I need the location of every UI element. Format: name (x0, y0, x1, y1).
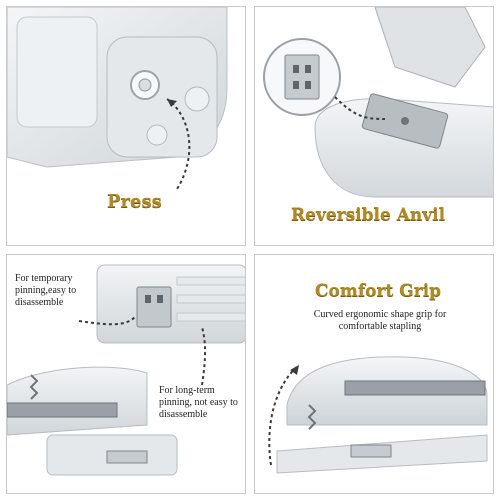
anvil-closeup-image (263, 7, 493, 198)
panel-pinning: For temporary pinning,easy to disassembl… (6, 254, 246, 494)
stapler-side-image (7, 264, 245, 476)
panel-comfort-grip: Comfort Grip Curved ergonomic shape grip… (254, 254, 494, 494)
stapler-grip-image (268, 356, 488, 474)
comfort-grip-label: Comfort Grip (315, 281, 442, 301)
reversible-anvil-label: Reversible Anvil (291, 205, 446, 225)
stapler-top-closeup-image (7, 7, 228, 190)
panel-reversible-anvil: Reversible Anvil (254, 6, 494, 246)
comfort-grip-caption: Curved ergonomic shape grip for comforta… (313, 309, 447, 332)
panel-press: Press (6, 6, 246, 246)
press-label: Press (107, 191, 162, 212)
temporary-pinning-note: For temporary pinning,easy to disassembl… (15, 273, 77, 308)
longterm-pinning-note: For long-term pinning, not easy to disas… (159, 385, 238, 420)
